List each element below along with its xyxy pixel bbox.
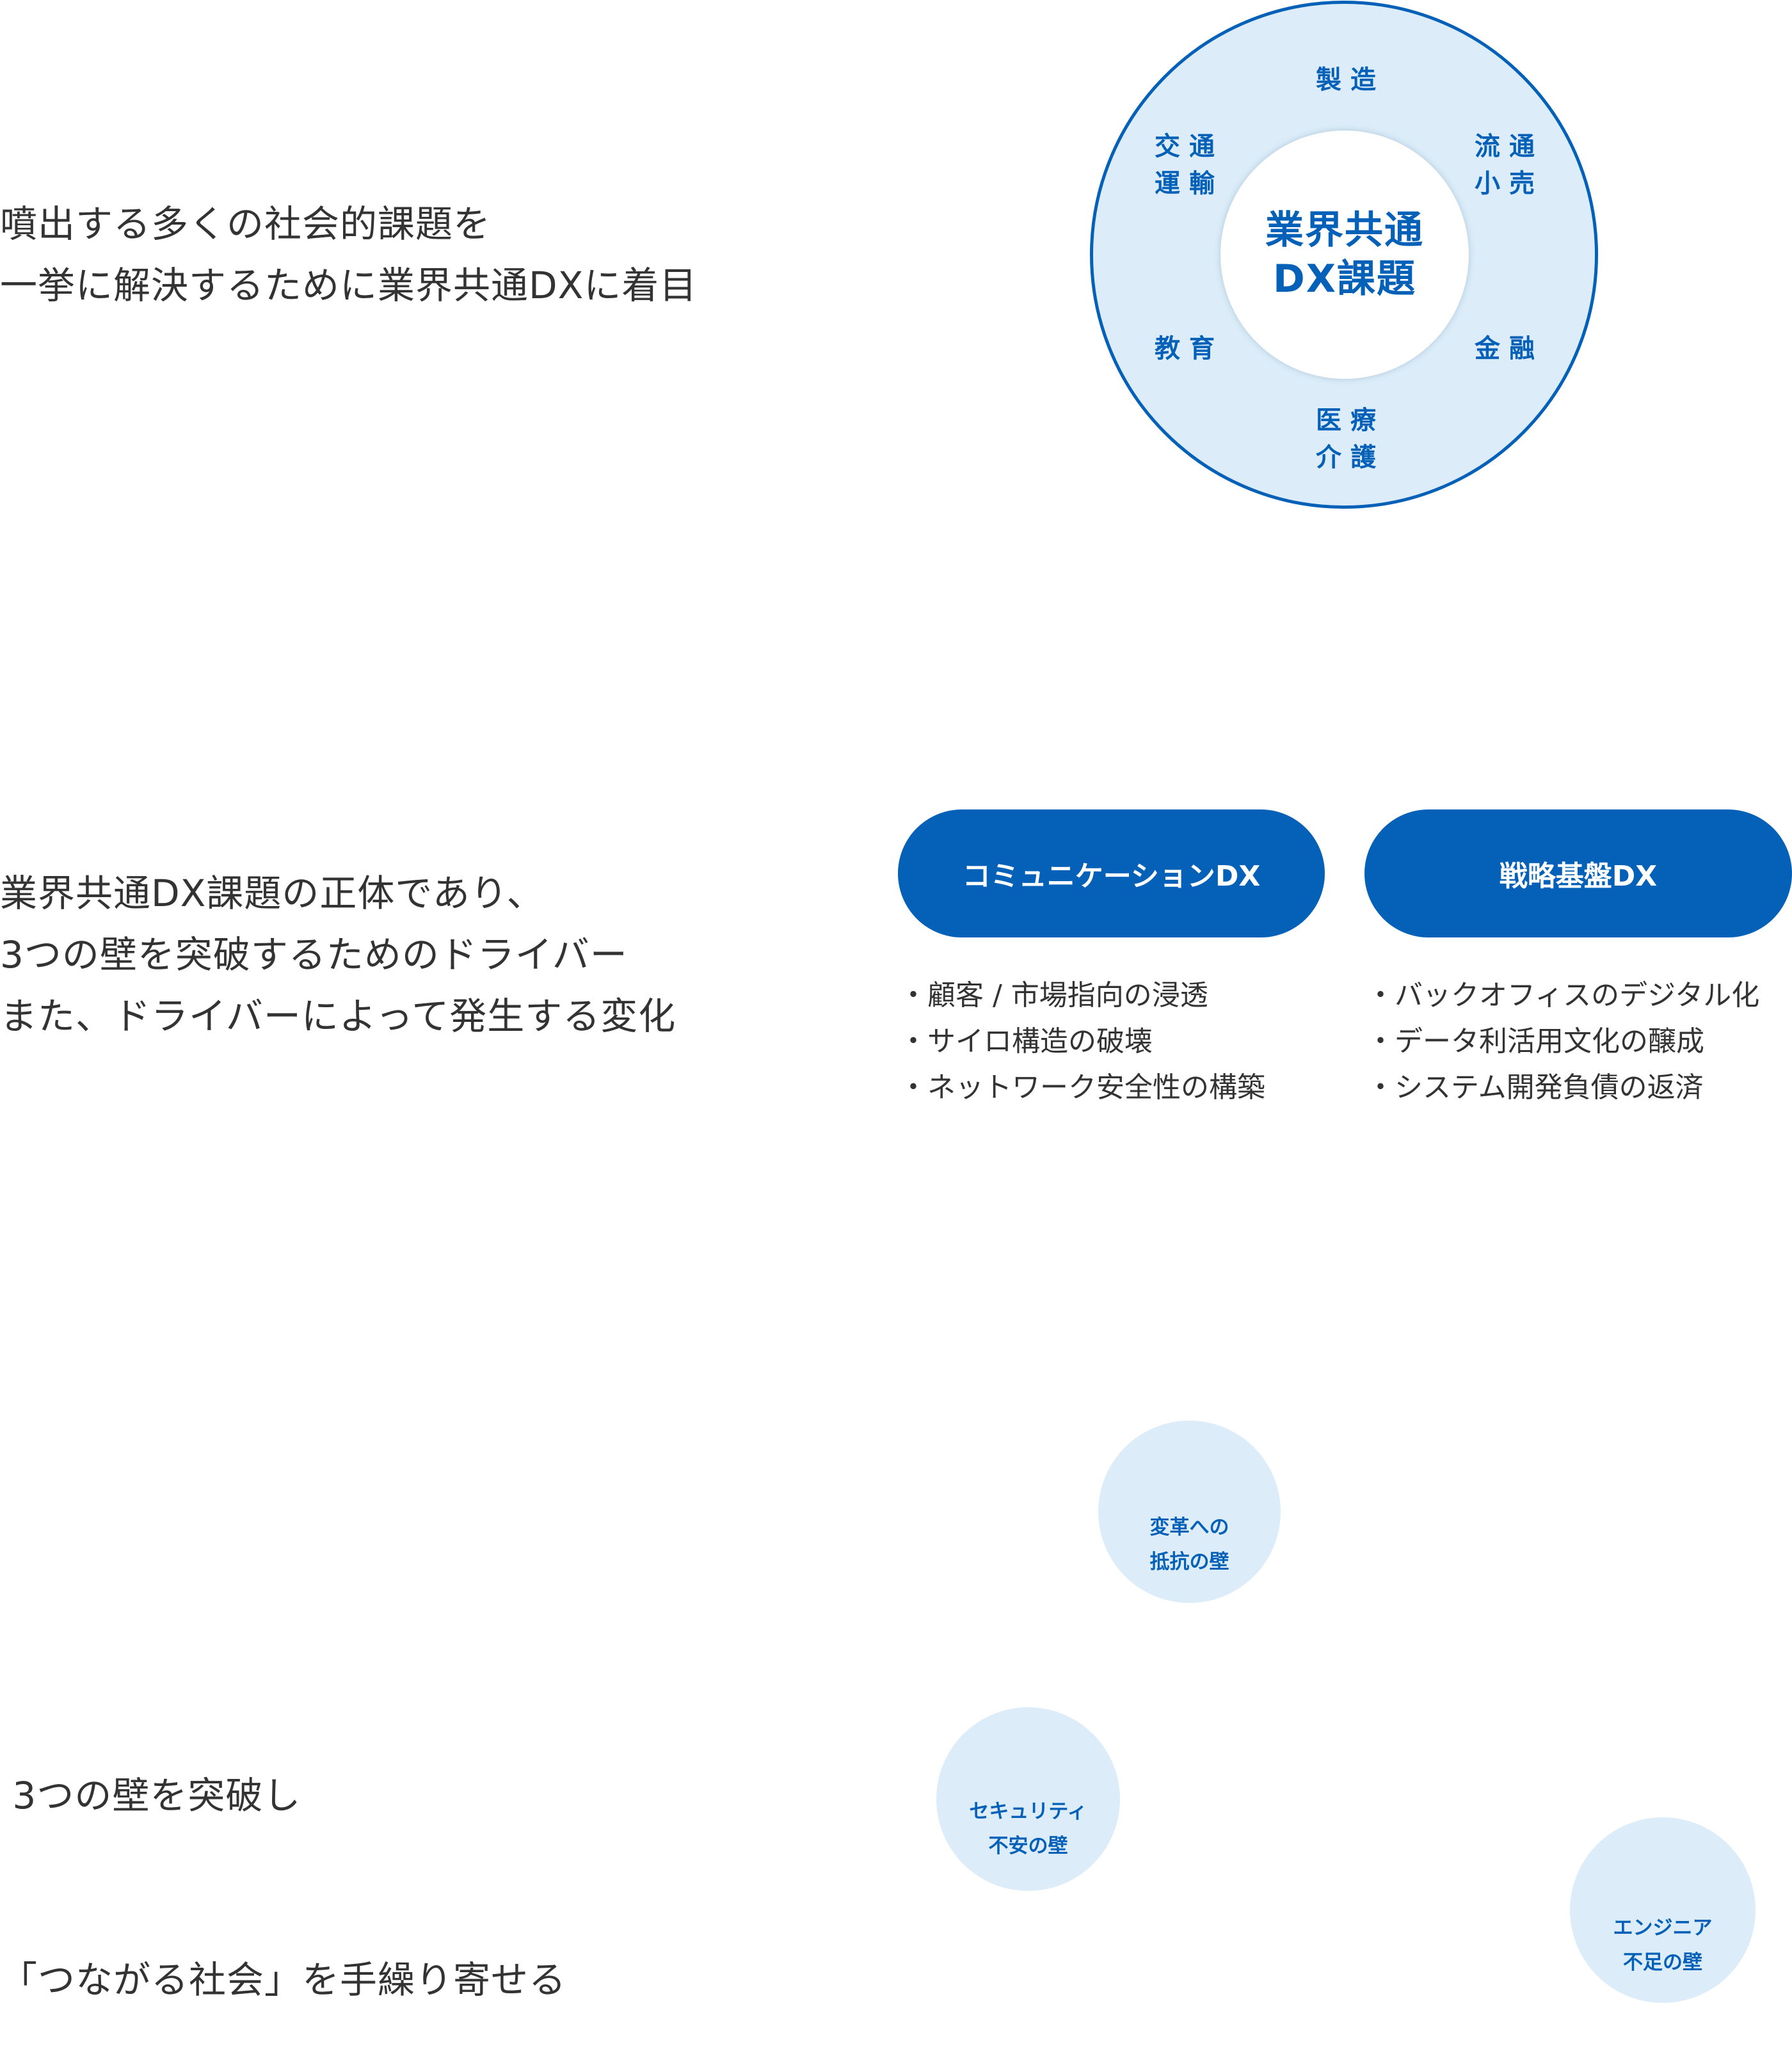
driver-strategy-base-dx: 戦略基盤DX [1364, 809, 1792, 937]
sector-label: 交通 [1155, 132, 1224, 161]
wall-label-line: 不安の壁 [988, 1835, 1068, 1858]
arrow-down-icon [1560, 735, 1585, 770]
bullet-item: ・顧客 / 市場指向の浸透 [899, 979, 1208, 1012]
industry-circle-core: 業界共通 DX課題 [1220, 131, 1469, 379]
sector-label: 教育 [1155, 334, 1224, 363]
strategy-base-dx-items: ・バックオフィスのデジタル化 ・データ利活用文化の醸成 ・システム開発負債の返済 [1366, 973, 1759, 1111]
wall-1 [1186, 1639, 1350, 1954]
sector-transport: 交通 運輸 [1144, 128, 1234, 202]
wall-label-line: エンジニア [1613, 1917, 1713, 1940]
refresh-icon [1146, 1401, 1238, 1506]
sector-manufacturing: 製造 [1306, 61, 1395, 99]
goal-text: 3つの壁を突破し 「つながる社会」を手繰り寄せる [0, 1642, 566, 2072]
sector-distribution: 流通 小売 [1464, 128, 1554, 202]
sector-education: 教育 [1144, 330, 1234, 367]
wall-label-line: 変革への [1149, 1516, 1229, 1539]
driver-label: 戦略基盤DX [1499, 860, 1658, 893]
sector-label: 製造 [1316, 65, 1385, 95]
bullet-item: ・ネットワーク安全性の構築 [899, 1071, 1265, 1104]
engineer-profile-icon [1615, 1797, 1707, 1906]
wall-label-engineer: エンジニア 不足の壁 [1570, 1911, 1756, 1980]
arrow-down-icon [1107, 735, 1133, 770]
sector-finance: 金融 [1464, 330, 1554, 367]
wall-label-line: 抵抗の壁 [1149, 1550, 1229, 1574]
goal-text-line: 「つながる社会」を手繰り寄せる [0, 1958, 567, 2002]
outgoing-arrow [1559, 1639, 1656, 1753]
down-arrow-icon [356, 1302, 420, 1337]
driver-text-line: また、ドライバーによって発生する変化 [0, 994, 676, 1038]
wall-label-line: 不足の壁 [1623, 1951, 1702, 1974]
wall-label-line: セキュリティ [969, 1800, 1087, 1823]
bullet-item: ・データ利活用文化の醸成 [1366, 1025, 1704, 1058]
sector-label: 医療 [1316, 406, 1385, 435]
core-title-line: 業界共通 [1265, 208, 1424, 253]
sector-label: 介護 [1316, 443, 1385, 472]
driver-label: コミュニケーションDX [962, 860, 1261, 893]
bullet-item: ・バックオフィスのデジタル化 [1366, 979, 1760, 1012]
intro-text-1-line: 噴出する多くの社会的課題を [0, 202, 492, 246]
bullet-item: ・システム開発負債の返済 [1366, 1071, 1704, 1104]
intro-text-1-line: 一挙に解決するために業界共通DXに着目 [0, 264, 698, 307]
down-arrow-icon [348, 1369, 429, 1416]
shield-check-icon [980, 1675, 1075, 1789]
intro-text-1: 噴出する多くの社会的課題を 一挙に解決するために業界共通DXに着目 [0, 193, 697, 316]
driver-text-line: 3つの壁を突破するためのドライバー [0, 933, 628, 976]
wall-label-security: セキュリティ 不安の壁 [936, 1794, 1120, 1863]
communication-dx-items: ・顧客 / 市場指向の浸透 ・サイロ構造の破壊 ・ネットワーク安全性の構築 [899, 973, 1265, 1111]
down-arrow-icon [356, 545, 420, 580]
wall-debris [1162, 1808, 1488, 1927]
sector-label: 流通 [1475, 132, 1544, 161]
bullet-item: ・サイロ構造の破壊 [899, 1025, 1153, 1058]
sector-healthcare: 医療 介護 [1306, 402, 1395, 476]
wall-label-change-resistance: 変革への 抵抗の壁 [1098, 1510, 1281, 1579]
goal-text-line: 3つの壁を突破し [0, 1774, 301, 1817]
sector-label: 金融 [1475, 334, 1544, 363]
core-title-line: DX課題 [1272, 257, 1417, 301]
driver-text: 業界共通DX課題の正体であり、 3つの壁を突破するためのドライバー また、ドライ… [0, 863, 676, 1047]
sector-label: 運輸 [1155, 169, 1224, 198]
sector-label: 小売 [1475, 169, 1544, 198]
arrow-down-icon [1333, 1323, 1359, 1359]
driver-communication-dx: コミュニケーションDX [898, 809, 1325, 937]
down-arrow-icon [348, 612, 429, 659]
driver-text-line: 業界共通DX課題の正体であり、 [0, 872, 545, 915]
